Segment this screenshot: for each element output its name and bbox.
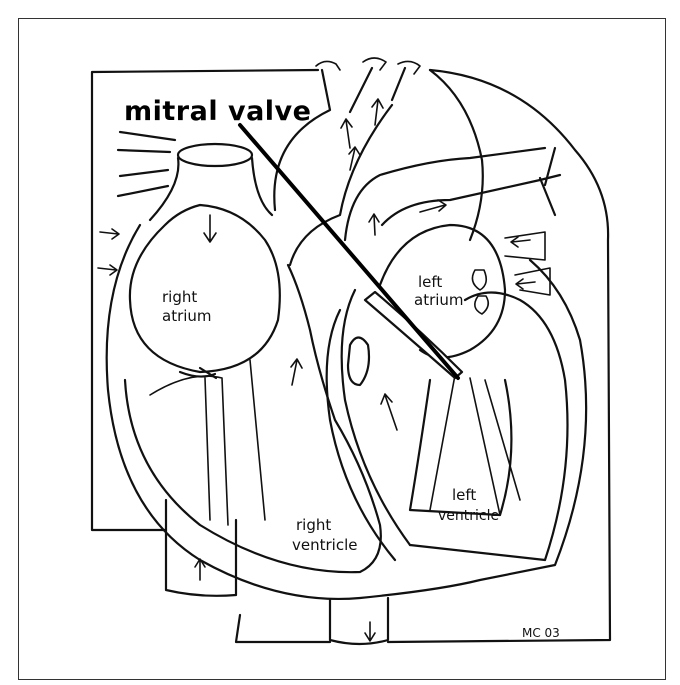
label-left-ventricle-line1: left bbox=[452, 486, 476, 504]
background-panel bbox=[92, 70, 610, 642]
inferior-vena-cava bbox=[166, 500, 236, 596]
right-atrium-wall bbox=[130, 205, 280, 372]
label-right-atrium-line1: right bbox=[162, 288, 197, 306]
superior-vessels-left bbox=[118, 132, 175, 196]
descending-aorta bbox=[330, 598, 388, 644]
arrow-pv-2 bbox=[516, 279, 535, 289]
arrow-descending-aorta bbox=[365, 622, 375, 641]
label-right-ventricle-line2: ventricle bbox=[292, 536, 357, 554]
artist-signature: MC 03 bbox=[522, 626, 560, 640]
arrow-aorta-1 bbox=[341, 119, 352, 148]
label-right-ventricle-line1: right bbox=[296, 516, 331, 534]
arrow-pulmonary-up bbox=[369, 214, 379, 235]
pulmonary-artery bbox=[345, 148, 560, 240]
arrow-right-ventricle bbox=[291, 359, 302, 385]
superior-vena-cava-opening bbox=[178, 144, 252, 166]
label-left-atrium-line1: left bbox=[418, 273, 442, 291]
arrow-left-ventricle bbox=[381, 394, 397, 430]
superior-vena-cava bbox=[150, 158, 272, 220]
papillary-muscle bbox=[348, 338, 369, 386]
arrow-right-atrium bbox=[204, 215, 216, 242]
chordae-right bbox=[150, 360, 265, 525]
label-left-atrium-line2: atrium bbox=[414, 291, 464, 309]
arrow-svc-left-1 bbox=[100, 229, 119, 239]
arrow-svc-left-2 bbox=[98, 265, 117, 275]
arrow-pv-1 bbox=[511, 237, 530, 247]
label-left-ventricle-line2: ventricle bbox=[438, 508, 499, 524]
flow-arrows bbox=[98, 99, 535, 641]
label-right-atrium-line2: atrium bbox=[162, 307, 212, 325]
diagram-title: mitral valve bbox=[124, 96, 311, 127]
